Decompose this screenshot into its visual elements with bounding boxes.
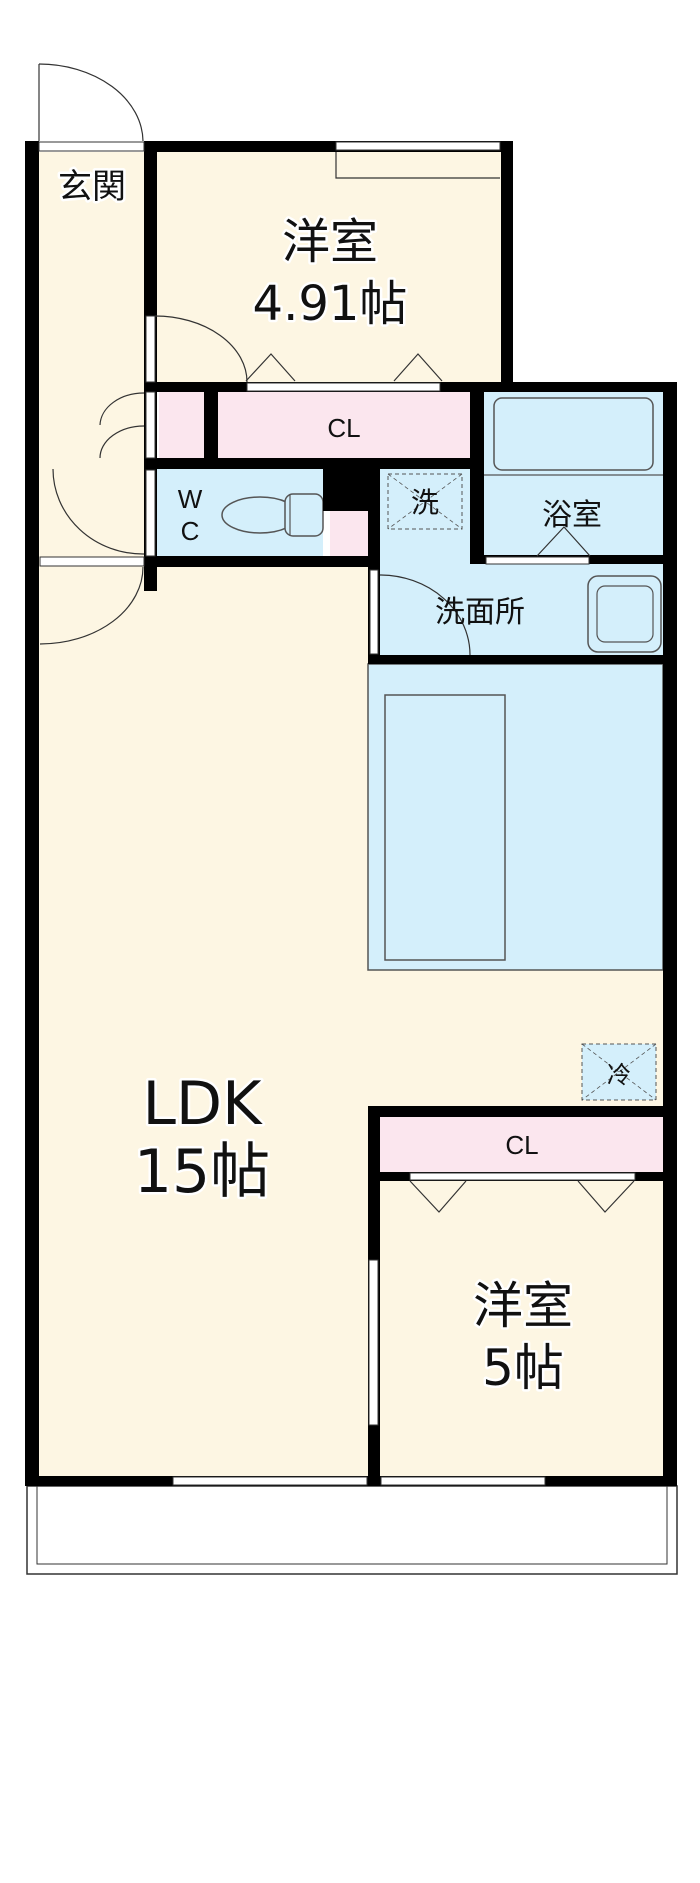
balcony [26,1485,678,1575]
bath-label: 浴室 [542,499,602,532]
door-swings [38,63,635,1213]
fridge-label: 冷 [607,1062,631,1089]
sink [384,694,506,961]
washer-space [387,473,463,530]
bedroom2-name: 洋室 [473,1277,573,1335]
wc-label-w: W [178,484,203,514]
fridge-space [581,1043,657,1101]
ldk-size: 15帖 [134,1137,270,1207]
ldk-name: LDK [143,1069,264,1139]
bedroom1-name: 洋室 [282,214,378,270]
openings [38,141,636,1486]
washer-label: 洗 [411,487,439,518]
toilet [221,493,324,537]
bedroom1-floor [157,152,501,382]
closet1-label: CL [327,413,360,443]
closet2-label: CL [505,1130,538,1160]
storage-small [330,511,368,556]
entrance-label: 玄関 [58,167,126,207]
washbasin [587,575,662,653]
wc-label-c: C [181,516,200,546]
entrance-floor [39,152,144,567]
bath-cutout [470,392,484,558]
bedroom1-size: 4.91帖 [253,276,408,332]
washroom-label: 洗面所 [435,596,525,629]
closet2-floor [380,1117,663,1172]
bathtub [493,397,654,471]
bedroom2-size: 5帖 [482,1339,564,1397]
bedroom2-floor [380,1181,663,1477]
closet1-small [159,392,204,458]
closet1-floor [218,392,470,458]
